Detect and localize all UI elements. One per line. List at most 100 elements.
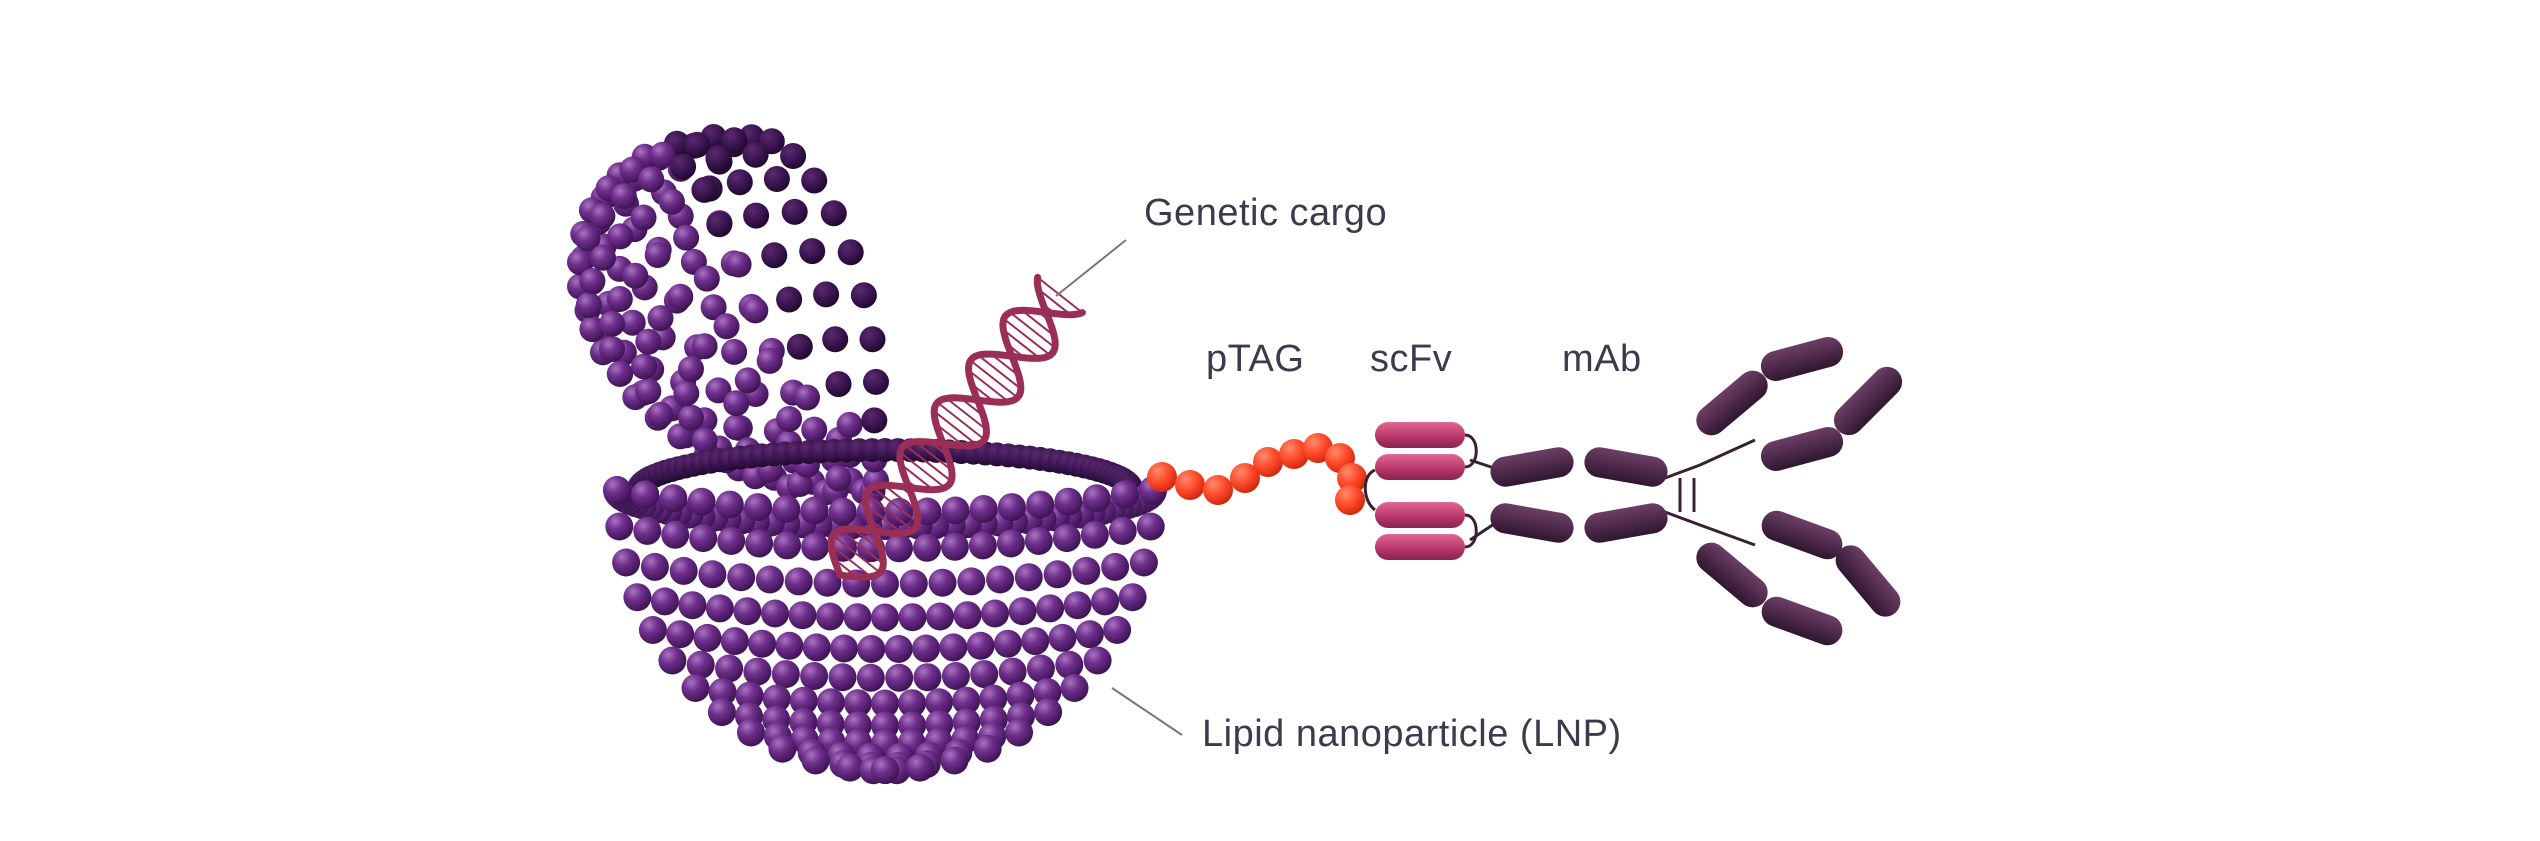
lipid-bead [1008,597,1037,626]
lipid-bead [687,487,716,516]
lipid-bead [968,531,997,560]
lipid-bead [1036,594,1065,623]
lipid-nanoparticle [567,124,1167,785]
lipid-bead-inner [863,368,889,395]
lipid-bead [1136,512,1165,541]
lipid-bead [603,476,631,504]
dna-base-pair [1021,309,1055,337]
lipid-bead [623,583,652,612]
lnp-leader-line [1111,687,1183,736]
lipid-bead-inner [799,238,826,265]
ptag-bead [1337,463,1367,493]
lipid-bead [715,490,744,519]
scfv-bar-2 [1375,454,1465,480]
lipid-bead [1080,520,1109,549]
lipid-bead [1129,548,1158,577]
lipid-bead-inner [786,333,813,360]
lipid-bead [913,663,942,692]
lipid-bead [813,568,842,597]
lipid-bead [567,249,593,276]
lipid-bead [647,401,674,428]
dna-base-pair [1002,328,1041,360]
lipid-bead [1014,563,1043,592]
lipid-bead [979,684,1008,713]
lipid-bead [957,567,986,596]
lipid-bead [898,689,927,718]
lipid-bead [745,529,774,558]
mab-domain-8 [1833,366,1903,436]
lipid-bead [713,313,740,340]
lipid-bead [1048,623,1077,652]
lipid-bead [970,660,999,689]
lipid-bead [1034,698,1063,727]
lipid-bead [825,465,852,492]
lipid-bead [993,629,1022,658]
lipid-bead [952,686,981,715]
lipid-bead [1024,527,1053,555]
lipid-bead [776,406,803,432]
lipid-bead [884,635,913,663]
lipid-bead [678,404,704,431]
lipid-bead [700,294,727,321]
lipid-bead [606,360,633,387]
lipid-bead-inner [781,198,808,225]
lipid-bead [1054,487,1083,516]
lipid-bead [681,674,710,702]
lipid-bead-inner [684,131,711,158]
lipid-bead [761,599,789,628]
mab-domain-6 [1760,337,1844,381]
lipid-bead [871,689,899,718]
lipid-bead [661,520,690,549]
lipid-bead [673,224,700,251]
lipid-bead [607,223,634,250]
mab-domain-1 [1490,447,1574,487]
lipid-bead [1006,681,1035,710]
lipid-bead-inner [763,166,790,192]
lipid-bead [619,309,646,336]
dna-base-pair [865,493,914,531]
lipid-bead [649,141,676,168]
lipid-bead [612,548,641,577]
lipid-bead [871,603,899,632]
ptag-bead [1175,470,1205,500]
lipid-bead [1108,516,1137,545]
lipid-bead [707,698,736,727]
lipid-bead [998,657,1027,686]
mab-domain-2 [1584,447,1668,487]
lipid-bead-inner [706,211,733,238]
lipid-bead-inner [859,326,886,353]
lipid-bead [800,496,829,525]
dna-base-pair [933,410,978,446]
lipid-bead-inner [837,239,864,266]
lipid-bead [1072,556,1101,585]
lipid-bead [843,689,872,718]
lipid-bead [640,552,669,581]
lipid-bead-inner [670,153,697,180]
lipid-bead [899,569,928,598]
lipid-bead [723,414,750,441]
lipid-bead [755,565,784,594]
lipid-bead [638,616,667,644]
dna-base-pair [969,359,1019,399]
lipid-bead [630,204,657,231]
scfv-bar-3 [1375,502,1465,528]
dna-base-pair [1036,276,1084,314]
lipid-bead [772,495,801,523]
genetic-cargo-leader-line [1055,239,1127,297]
dna-strand-2 [827,273,1059,579]
lipid-bead [940,746,969,775]
mab-domain-12 [1835,545,1901,617]
lipid-bead [773,531,802,560]
lipid-bead [691,427,718,454]
mab-domain-9 [1696,542,1768,608]
lipid-bead [650,587,679,616]
lipid-bead-inner [861,407,888,434]
scfv-bar-1 [1375,422,1465,448]
lipid-bead [1005,718,1033,747]
lipid-bead [1026,654,1055,683]
lipid-bead [784,567,813,596]
lipid-bead [742,297,769,324]
lipid-bead-inner [801,167,828,194]
lipid-bead [940,532,969,561]
lipid-bead [857,635,886,663]
